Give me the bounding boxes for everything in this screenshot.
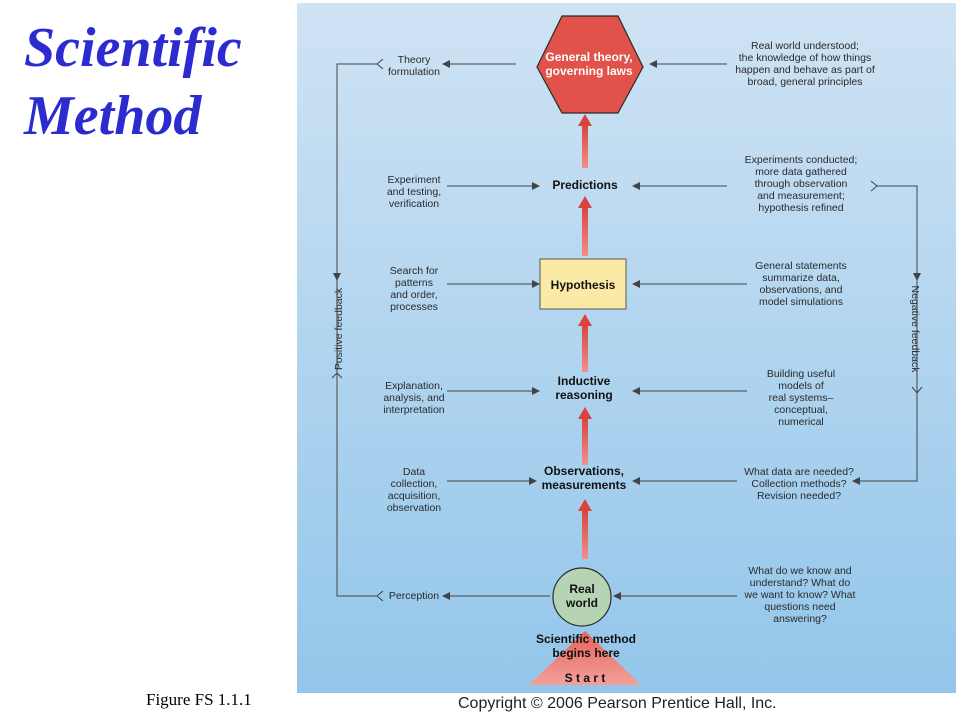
- arrowheads: [333, 60, 921, 600]
- arrow-predictions-to-theory: [582, 124, 588, 168]
- data-note-3: acquisition,: [388, 490, 441, 502]
- connector-lines: [336, 63, 918, 597]
- figure-label: Figure FS 1.1.1: [146, 690, 252, 709]
- right-notes: Real world understood; the knowledge of …: [735, 40, 875, 625]
- real-world-circle: [552, 567, 612, 627]
- understood-note-3: happen and behave as part of: [735, 64, 875, 76]
- experiments-note-2: more data gathered: [755, 166, 847, 178]
- real-world-line-2: world: [565, 596, 598, 610]
- observations-line-1: Observations,: [544, 464, 624, 478]
- whatknow-note-5: answering?: [773, 613, 827, 625]
- real-world-line-1: Real: [569, 582, 594, 596]
- search-note-2: patterns: [395, 277, 433, 289]
- hypothesis-box: [539, 258, 627, 310]
- experiment-note-1: Experiment: [387, 174, 440, 186]
- building-note-4: conceptual,: [774, 404, 828, 416]
- arrowhead: [578, 499, 592, 511]
- whatknow-note-1: What do we know and: [748, 565, 851, 577]
- data-note-1: Data: [403, 466, 425, 478]
- observations-line-2: measurements: [542, 478, 627, 492]
- title-line-1: Scientific: [24, 17, 242, 79]
- data-note-4: observation: [387, 502, 441, 514]
- arrow-hypothesis-to-predictions: [582, 206, 588, 256]
- whatdata-note-1: What data are needed?: [744, 466, 854, 478]
- negative-feedback-loop: [857, 185, 918, 482]
- experiment-note-2: and testing,: [387, 186, 441, 198]
- predictions-label: Predictions: [552, 178, 618, 192]
- start-triangle: [529, 631, 641, 685]
- explanation-note-1: Explanation,: [385, 380, 443, 392]
- left-notes: Theory formulation Experiment and testin…: [383, 54, 444, 602]
- building-note-3: real systems–: [769, 392, 834, 404]
- whatknow-note-3: we want to know? What: [744, 589, 856, 601]
- inductive-line-2: reasoning: [555, 388, 612, 402]
- slide-title: Scientific Method: [24, 14, 242, 150]
- statements-note-1: General statements: [755, 260, 847, 272]
- arrowhead: [578, 114, 592, 126]
- general-theory-line-2: governing laws: [545, 64, 633, 78]
- hypothesis-label: Hypothesis: [551, 278, 616, 292]
- positive-feedback-label: Positive feedback: [333, 287, 345, 370]
- experiments-note-3: through observation: [755, 178, 848, 190]
- statements-note-2: summarize data,: [762, 272, 840, 284]
- central-arrows: [578, 114, 592, 559]
- arrow-observations-to-inductive: [582, 417, 588, 465]
- start-note-line-2: begins here: [552, 646, 620, 660]
- diagram-panel: General theory, governing laws Predictio…: [297, 3, 956, 693]
- understood-note-2: the knowledge of how things: [739, 52, 872, 64]
- title-line-2: Method: [24, 85, 202, 147]
- scientific-method-diagram: General theory, governing laws Predictio…: [297, 3, 956, 693]
- theory-note-1: Theory: [398, 54, 431, 66]
- loop-chevrons: [331, 58, 923, 602]
- arrow-realworld-to-observations: [582, 509, 588, 559]
- experiments-note-5: hypothesis refined: [758, 202, 843, 214]
- search-note-1: Search for: [390, 265, 439, 277]
- understood-note-4: broad, general principles: [748, 76, 863, 88]
- panel-background: [297, 3, 956, 693]
- arrowhead: [578, 407, 592, 419]
- building-note-5: numerical: [778, 416, 824, 428]
- positive-feedback-loop: [336, 63, 377, 597]
- experiments-note-1: Experiments conducted;: [745, 154, 858, 166]
- statements-note-4: model simulations: [759, 296, 843, 308]
- arrowhead: [578, 314, 592, 326]
- general-theory-line-1: General theory,: [545, 50, 632, 64]
- start-label: S t a r t: [565, 671, 606, 685]
- arrowhead: [578, 196, 592, 208]
- arrow-inductive-to-hypothesis: [582, 324, 588, 372]
- search-note-3: and order,: [390, 289, 437, 301]
- search-note-4: processes: [390, 301, 438, 313]
- whatdata-note-2: Collection methods?: [751, 478, 846, 490]
- building-note-1: Building useful: [767, 368, 835, 380]
- explanation-note-3: interpretation: [383, 404, 444, 416]
- copyright-notice: Copyright © 2006 Pearson Prentice Hall, …: [458, 695, 777, 712]
- statements-note-3: observations, and: [760, 284, 843, 296]
- theory-note-2: formulation: [388, 66, 440, 78]
- inductive-line-1: Inductive: [558, 374, 611, 388]
- whatknow-note-4: questions need: [764, 601, 835, 613]
- experiment-note-3: verification: [389, 198, 439, 210]
- understood-note-1: Real world understood;: [751, 40, 859, 52]
- data-note-2: collection,: [391, 478, 438, 490]
- experiments-note-4: and measurement;: [757, 190, 845, 202]
- whatknow-note-2: understand? What do: [750, 577, 851, 589]
- general-theory-hexagon: [536, 15, 644, 114]
- negative-feedback-label: Negative feedback: [909, 286, 921, 374]
- explanation-note-2: analysis, and: [383, 392, 444, 404]
- whatdata-note-3: Revision needed?: [757, 490, 841, 502]
- perception-note: Perception: [389, 590, 439, 602]
- building-note-2: models of: [778, 380, 824, 392]
- start-note-line-1: Scientific method: [536, 632, 636, 646]
